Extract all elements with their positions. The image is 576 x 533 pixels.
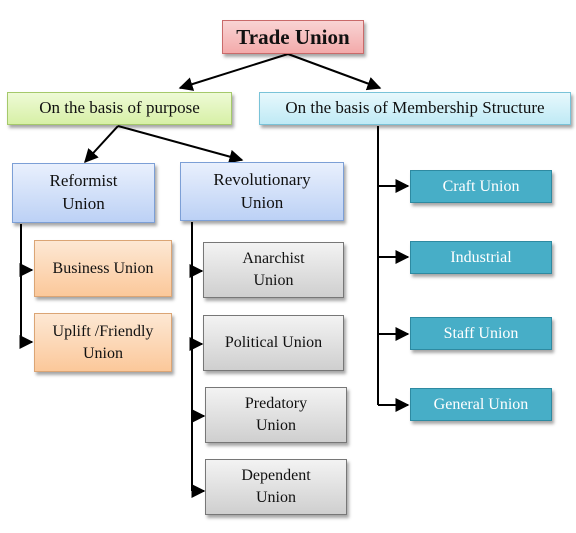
node-general-union-label: General Union <box>433 395 529 413</box>
node-reformist-union: Reformist Union <box>12 163 155 223</box>
node-reformist-label: Reformist Union <box>50 170 118 216</box>
node-political-union-label: Political Union <box>224 334 323 352</box>
node-business-union-label: Business Union <box>52 259 154 277</box>
node-staff-union-label: Staff Union <box>443 324 519 342</box>
node-industrial-label: Industrial <box>450 248 512 266</box>
arrow-root-to-purpose <box>178 53 289 91</box>
node-revolutionary-label: Revolutionary Union <box>213 169 310 215</box>
node-uplift-line-2: Union <box>82 344 123 362</box>
node-craft-union: Craft Union <box>410 170 552 203</box>
node-staff-union: Staff Union <box>410 317 552 350</box>
arrow-purpose-to-reformist <box>84 125 119 164</box>
node-craft-union-label: Craft Union <box>442 177 520 195</box>
node-anarchist-line-1: Anarchist <box>242 250 305 268</box>
node-anarchist-union: Anarchist Union <box>203 242 344 298</box>
node-predatory-label: Predatory Union <box>245 393 307 436</box>
arrow-root-to-membership <box>287 53 382 91</box>
node-industrial: Industrial <box>410 241 552 274</box>
node-uplift-friendly-union: Uplift /Friendly Union <box>34 313 172 372</box>
root-node-trade-union: Trade Union <box>222 20 364 54</box>
node-dependent-union: Dependent Union <box>205 459 347 515</box>
node-reformist-line-1: Reformist <box>49 171 118 191</box>
node-business-union: Business Union <box>34 240 172 297</box>
node-general-union: General Union <box>410 388 552 421</box>
node-dependent-label: Dependent Union <box>241 465 310 508</box>
node-reformist-line-2: Union <box>62 194 105 213</box>
node-revolutionary-line-1: Revolutionary <box>213 169 311 189</box>
node-dependent-line-2: Union <box>256 489 296 506</box>
branch-purpose-label: On the basis of purpose <box>39 98 200 118</box>
node-predatory-union: Predatory Union <box>205 387 347 443</box>
node-uplift-friendly-label: Uplift /Friendly Union <box>53 321 154 364</box>
branch-membership-label: On the basis of Membership Structure <box>285 98 545 118</box>
node-dependent-line-1: Dependent <box>241 467 311 485</box>
arrow-purpose-to-revolutionary <box>117 125 244 164</box>
node-anarchist-line-2: Union <box>253 272 294 289</box>
node-revolutionary-line-2: Union <box>240 192 284 212</box>
branch-purpose: On the basis of purpose <box>7 92 232 125</box>
branch-membership-structure: On the basis of Membership Structure <box>259 92 571 125</box>
node-uplift-line-1: Uplift /Friendly <box>52 322 154 340</box>
node-anarchist-label: Anarchist Union <box>242 248 304 291</box>
node-predatory-line-1: Predatory <box>244 395 308 413</box>
node-predatory-line-2: Union <box>255 417 296 434</box>
node-revolutionary-union: Revolutionary Union <box>180 162 344 221</box>
root-label: Trade Union <box>236 24 350 49</box>
node-political-union: Political Union <box>203 315 344 371</box>
